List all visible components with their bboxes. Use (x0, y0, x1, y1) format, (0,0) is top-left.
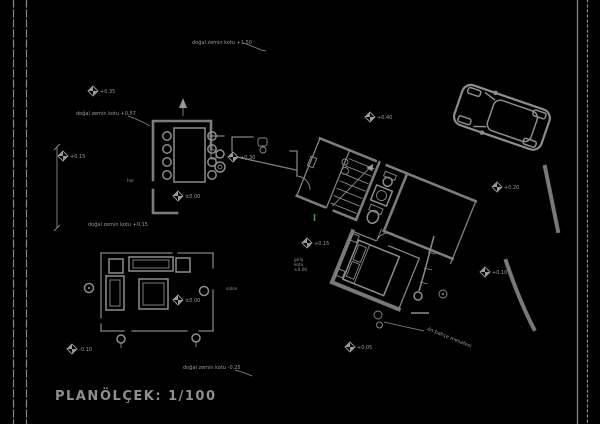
armchair (108, 258, 124, 274)
level-marker: +0.35 (87, 85, 115, 97)
retaining-wall (503, 258, 537, 332)
annotation-front-yard: ön bahçe mesafesi (426, 326, 472, 349)
level-marker: +0.05 (344, 341, 372, 353)
marker-value: +0.15 (70, 154, 85, 160)
toilet-icon (366, 209, 380, 224)
level-markers: +0.35 +0.15 +0.30 ±0.00 +0.40 +0.20 +0.1… (57, 85, 519, 355)
dining-table (173, 127, 206, 183)
level-marker: -0.10 (66, 343, 92, 355)
door-arc (295, 175, 311, 191)
double-bed (341, 239, 401, 297)
level-marker: +0.15 (301, 237, 329, 249)
marker-value: +0.05 (357, 345, 372, 351)
entry-note-line: giriş (294, 257, 304, 263)
annotation-ground-level: doğal zemin kotu +0.15 (88, 221, 148, 228)
room-label-hall: hol (127, 178, 134, 184)
retaining-wall (542, 164, 561, 234)
garden-elements (373, 164, 561, 332)
room-label-living: salon (226, 286, 238, 292)
level-marker: ±0.00 (172, 190, 200, 202)
level-marker: +0.10 (479, 266, 507, 278)
level-marker: +0.15 (57, 150, 85, 162)
site-boundary-lines (12, 0, 589, 424)
marker-value: +0.15 (314, 241, 329, 247)
marker-value: +0.40 (377, 115, 392, 121)
armchair (175, 257, 191, 273)
plan-scale-label: ÖLÇEK: 1/100 (100, 388, 216, 404)
nightstand (335, 268, 346, 279)
bedroom (329, 228, 421, 312)
marker-value: ±0.00 (185, 194, 200, 200)
marker-value: -0.10 (79, 347, 92, 353)
marker-value: +0.30 (240, 155, 255, 161)
door-arc (376, 228, 394, 242)
stools (83, 282, 210, 348)
car-icon (452, 83, 551, 151)
entry-note-line: kotu (294, 262, 304, 268)
dining-room (151, 98, 217, 215)
level-marker: +0.30 (227, 151, 255, 163)
dimension-line (53, 143, 61, 232)
bathroom-fixtures (366, 170, 398, 224)
level-marker: +0.20 (491, 181, 519, 193)
entry-note: giriş kotu ±0.00 (294, 257, 307, 273)
entry-note-line: ±0.00 (294, 267, 307, 273)
rotated-wing (295, 136, 478, 312)
garden-stair-rail (418, 235, 435, 292)
annotation-ground-level: doğal zemin kotu -0.25 (183, 364, 241, 371)
marker-value: +0.35 (100, 89, 115, 95)
nightstand (349, 232, 360, 244)
living-room (83, 252, 214, 348)
sink-icon (382, 176, 393, 188)
marker-value: +0.10 (492, 270, 507, 276)
marker-value: +0.20 (504, 185, 519, 191)
level-marker: ±0.00 (172, 294, 200, 306)
marker-value: ±0.00 (185, 298, 200, 304)
washer-icon (369, 183, 394, 208)
entry-hall-walls (207, 135, 349, 221)
plan-title-label: PLAN (55, 389, 100, 404)
plan-title: PLANÖLÇEK: 1/100 (55, 388, 216, 404)
staircase (325, 149, 375, 214)
annotation-ground-level: doğal zemin kotu +1.50 (192, 39, 252, 46)
dining-chairs (162, 131, 217, 180)
coffee-table (138, 278, 169, 310)
level-marker: +0.40 (364, 111, 392, 123)
tv-unit (128, 256, 174, 272)
annotation-ground-level: doğal zemin kotu +0.57 (76, 110, 136, 117)
text-annotations: doğal zemin kotu +1.50 doğal zemin kotu … (76, 39, 472, 377)
north-arrow-icon (179, 98, 187, 116)
sofa (105, 275, 125, 311)
